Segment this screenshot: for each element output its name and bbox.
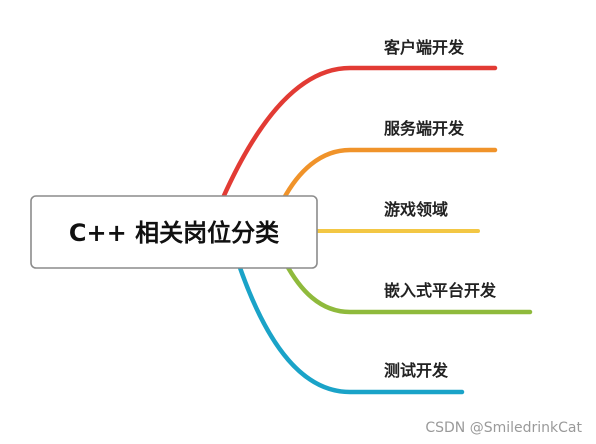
branch-label-server: 服务端开发: [384, 119, 465, 138]
branch-label-client: 客户端开发: [384, 38, 465, 57]
branch-label-test: 测试开发: [384, 361, 449, 380]
root-node-box: [30, 195, 318, 269]
branch-label-embedded: 嵌入式平台开发: [384, 281, 497, 300]
branch-connector-server: [280, 147, 498, 203]
root-node-label: C++ 相关岗位分类: [69, 219, 280, 247]
branch-connector-embedded: [282, 259, 533, 315]
branch-connector-client: [219, 65, 498, 203]
watermark-text: CSDN @SmiledrinkCat: [425, 420, 582, 436]
branch-connector-test: [235, 259, 465, 395]
branch-label-game: 游戏领域: [384, 200, 448, 219]
